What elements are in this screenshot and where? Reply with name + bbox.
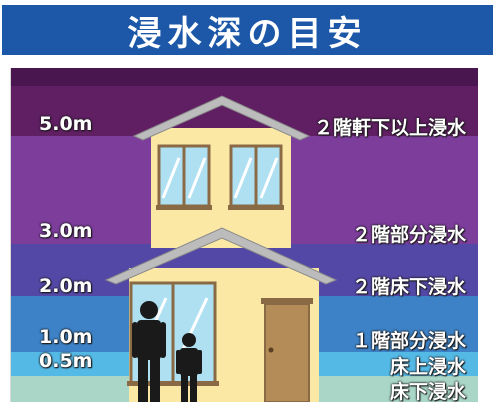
adult-person-icon bbox=[132, 301, 166, 402]
depth-label-5m: 5.0m bbox=[39, 113, 93, 135]
depth-label-05m: 0.5m bbox=[39, 350, 93, 372]
band-top-strip bbox=[11, 68, 478, 86]
house-lower-roof bbox=[104, 227, 338, 285]
depth-label-2m: 2.0m bbox=[39, 275, 93, 297]
upper-window-right bbox=[228, 144, 284, 210]
depth-label-1m: 1.0m bbox=[39, 326, 93, 348]
house-illustration bbox=[104, 95, 338, 402]
desc-label-5m: ２階軒下以上浸水 bbox=[313, 117, 466, 139]
desc-label-2m: ２階床下浸水 bbox=[351, 276, 466, 298]
desc-label-3m: ２階部分浸水 bbox=[351, 224, 466, 246]
desc-label-1m: １階部分浸水 bbox=[351, 330, 466, 352]
desc-label-floor: 床下浸水 bbox=[389, 381, 466, 402]
desc-label-05m: 床上浸水 bbox=[389, 356, 466, 378]
house-door bbox=[261, 298, 313, 402]
page-title: 浸水深の目安 bbox=[127, 13, 368, 54]
upper-window-left bbox=[156, 144, 212, 210]
depth-label-3m: 3.0m bbox=[39, 220, 93, 242]
house-upper-roof bbox=[132, 95, 311, 141]
title-bar: 浸水深の目安 bbox=[2, 5, 493, 55]
child-person-icon bbox=[176, 333, 202, 402]
flood-depth-diagram: 5.0m 3.0m 2.0m 1.0m 0.5m ２階軒下以上浸水 ２階部分浸水… bbox=[10, 68, 478, 402]
